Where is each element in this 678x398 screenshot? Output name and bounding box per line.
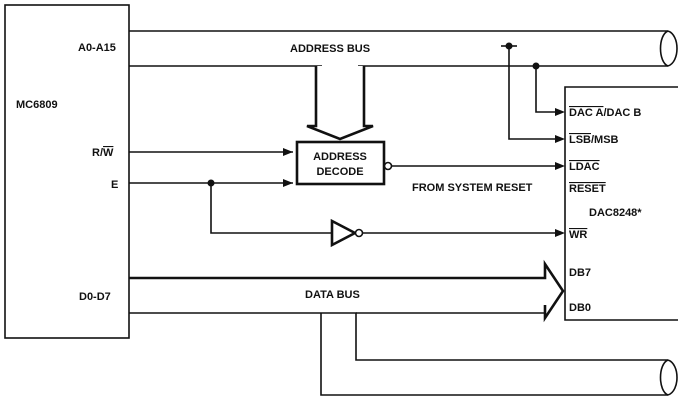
mc6809-block xyxy=(4,4,130,339)
pin-db0-label: DB0 xyxy=(569,302,591,314)
wr-arrowhead xyxy=(555,229,565,237)
inverter-triangle xyxy=(330,218,358,248)
pin-a0-a15-label: A0-A15 xyxy=(78,42,116,54)
pin-e-label: E xyxy=(111,179,118,191)
lsb-msb-wire xyxy=(508,46,562,140)
pin-msb-label: /MSB xyxy=(591,134,619,146)
data-bus-arrow xyxy=(129,259,565,323)
address-bus-break-symbol-inner xyxy=(659,30,669,67)
address-decode-label-2: DECODE xyxy=(316,166,363,178)
dac-ab-arrowhead xyxy=(555,108,565,116)
address-decode-block xyxy=(295,140,386,186)
pin-lsb-label: LSB xyxy=(569,134,591,146)
data-bus-label: DATA BUS xyxy=(305,289,360,301)
pin-dac-a-label: DAC A xyxy=(569,107,603,119)
pin-rw-overline-label: W xyxy=(103,147,114,159)
system-reset-label: FROM SYSTEM RESET xyxy=(412,182,533,194)
pin-dac-b-label: /DAC B xyxy=(603,107,641,119)
pin-d0-d7-label: D0-D7 xyxy=(79,291,111,303)
decode-output-bubble xyxy=(383,161,393,171)
address-bus-label: ADDRESS BUS xyxy=(290,43,370,55)
address-bus-break-symbol xyxy=(667,30,678,67)
pin-lsb-msb-label: LSB/MSB xyxy=(569,134,619,146)
rw-arrowhead xyxy=(283,148,293,156)
e-to-inverter-wire xyxy=(210,183,332,234)
dac8248-block xyxy=(564,86,678,321)
ldac-arrowhead xyxy=(555,162,565,170)
lsb-msb-arrowhead xyxy=(555,135,565,143)
pin-rw-label: R/W xyxy=(92,147,114,159)
mc6809-label: MC6809 xyxy=(16,99,58,111)
pin-reset-label: RESET xyxy=(569,183,606,195)
pin-db7-label: DB7 xyxy=(569,267,591,279)
address-decode-label-1: ADDRESS xyxy=(313,151,367,163)
inverter-bubble xyxy=(354,228,364,238)
pin-ldac-label: LDAC xyxy=(569,161,600,173)
pin-dac-ab-label: DAC A/DAC B xyxy=(569,107,641,119)
pin-wr-label: WR xyxy=(569,229,587,241)
dac-ab-wire xyxy=(535,66,562,113)
data-bus-mid-wire xyxy=(356,305,546,314)
data-bus-bottom-wire xyxy=(320,313,668,396)
data-bus-lower-loop xyxy=(129,312,668,361)
address-bus-arrow xyxy=(306,66,374,141)
e-arrowhead xyxy=(283,179,293,187)
data-bus-break-symbol-inner xyxy=(659,359,669,396)
data-bus-break-symbol xyxy=(667,359,678,396)
dac8248-label: DAC8248* xyxy=(589,207,642,219)
